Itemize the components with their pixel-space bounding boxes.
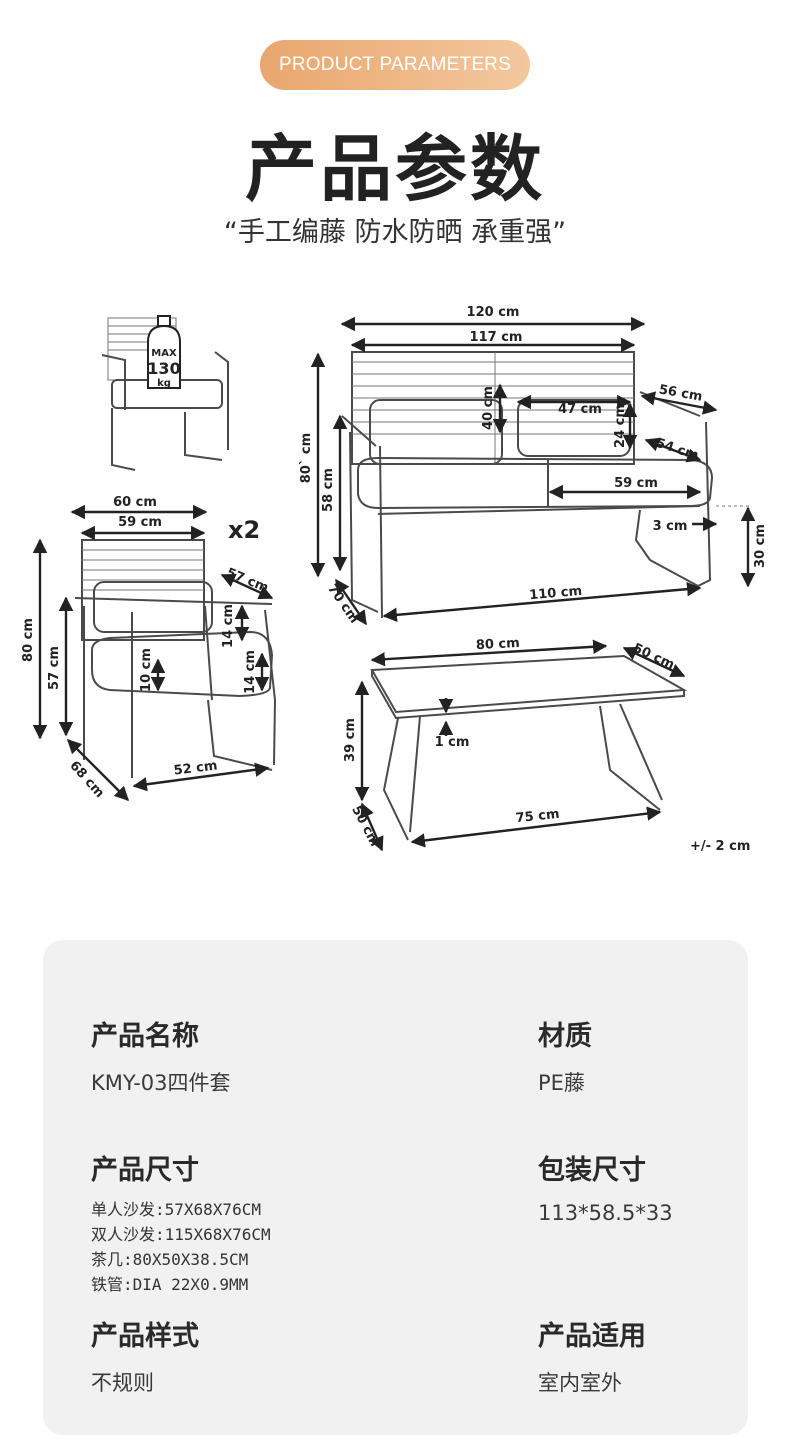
sofa-width-inner: 117 cm (470, 330, 523, 345)
spec-product-name-label: 产品名称 (91, 1021, 199, 1052)
table-top-thickness: 1 cm (435, 735, 470, 750)
chair-arm-floor-height: 57 cm (47, 646, 62, 690)
spec-usage-label: 产品适用 (538, 1321, 646, 1352)
table-width: 50 cm (630, 641, 676, 673)
spec-product-style-label: 产品样式 (91, 1321, 199, 1352)
table-height: 39 cm (343, 718, 358, 762)
chair-width-outer: 60 cm (113, 495, 157, 510)
spec-package-size: 包装尺寸 113*58.5*33 (538, 1148, 673, 1225)
sofa-cushion-gap: 3 cm (653, 519, 688, 534)
table-length: 80 cm (476, 636, 521, 653)
chair-depth: 68 cm (66, 758, 107, 801)
spec-usage: 产品适用 室内室外 (538, 1314, 646, 1397)
sofa-pillow-width: 47 cm (558, 402, 602, 417)
spec-package-size-label: 包装尺寸 (538, 1155, 646, 1186)
spec-product-name: 产品名称 KMY-03四件套 (91, 1014, 231, 1097)
dimension-drawing: MAX 130 kg x2 60 cm 59 cm 57 cm 14 cm 10… (21, 305, 768, 854)
spec-package-size-value: 113*58.5*33 (538, 1201, 673, 1225)
chair-total-height: 80 cm (21, 618, 36, 662)
chair-width-inner: 59 cm (118, 515, 162, 530)
max-value: 130 (147, 359, 180, 378)
spec-usage-value: 室内室外 (538, 1371, 622, 1395)
sofa-total-height: 80` cm (299, 433, 314, 483)
spec-product-style: 产品样式 不规则 (91, 1314, 199, 1397)
chair-arm-height: 14 cm (221, 604, 236, 648)
chair-cushion-thickness: 10 cm (139, 648, 154, 692)
spec-material-label: 材质 (538, 1021, 592, 1052)
sofa-back-height: 40 cm (481, 386, 496, 430)
max-label: MAX (151, 348, 177, 359)
sofa-pillow-height: 24 cm (613, 404, 628, 448)
spec-product-size-list: 单人沙发:57X68X76CM 双人沙发:115X68X76CM 茶几:80X5… (91, 1197, 271, 1297)
tolerance-note: +/- 2 cm (690, 839, 750, 854)
table-depth: 50 cm (348, 803, 382, 849)
product-parameters-badge: PRODUCT PARAMETERS (260, 40, 530, 90)
spec-product-size-label: 产品尺寸 (91, 1155, 199, 1186)
page-title: 产品参数 (244, 127, 545, 211)
reference-chair-illustration: MAX 130 kg (101, 315, 229, 471)
spec-size-line: 茶几:80X50X38.5CM (91, 1250, 249, 1269)
sofa-base-width: 110 cm (529, 584, 583, 604)
sofa-arm-floor-height: 58 cm (321, 468, 336, 512)
spec-panel: 产品名称 KMY-03四件套 材质 PE藤 产品尺寸 单人沙发:57X68X76… (43, 940, 748, 1435)
quantity-label: x2 (228, 516, 260, 544)
spec-product-name-value: KMY-03四件套 (91, 1071, 231, 1095)
chair-base-width: 52 cm (173, 758, 218, 778)
sofa-seat-height: 30 cm (753, 524, 768, 568)
sofa-width-outer: 120 cm (467, 305, 520, 320)
sofa-seat-width: 59 cm (614, 476, 658, 491)
max-unit: kg (157, 378, 171, 389)
spec-product-size: 产品尺寸 单人沙发:57X68X76CM 双人沙发:115X68X76CM 茶几… (91, 1148, 271, 1297)
spec-size-line: 单人沙发:57X68X76CM (91, 1200, 261, 1219)
spec-material: 材质 PE藤 (538, 1014, 592, 1097)
spec-material-value: PE藤 (538, 1071, 585, 1095)
chair-arm-length: 57 cm (224, 566, 270, 596)
spec-size-line: 铁管:DIA 22X0.9MM (91, 1275, 249, 1294)
chair-seat-gap: 14 cm (243, 650, 258, 694)
spec-product-style-value: 不规则 (91, 1371, 154, 1395)
single-chair-illustration (74, 539, 277, 778)
spec-size-line: 双人沙发:115X68X76CM (91, 1225, 271, 1244)
table-base-length: 75 cm (515, 807, 560, 827)
tagline: “手工编藤 防水防晒 承重强” (223, 217, 567, 248)
